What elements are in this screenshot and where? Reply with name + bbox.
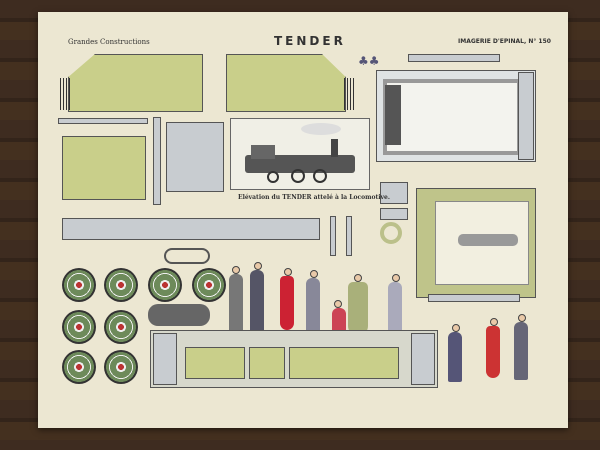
figure-woman	[486, 326, 500, 378]
strip	[58, 118, 148, 124]
strip-side	[518, 72, 534, 160]
wheel	[192, 268, 226, 302]
chassis-frame	[62, 218, 320, 240]
wheel	[62, 310, 96, 344]
series-label: Grandes Constructions	[68, 38, 150, 46]
sheet-title: TENDER	[274, 34, 346, 48]
publisher-label: IMAGERIE D'EPINAL, N° 150	[458, 38, 551, 45]
box-part	[380, 208, 408, 220]
green-panel	[62, 136, 146, 200]
strip-top	[408, 54, 500, 62]
wheel	[104, 268, 138, 302]
axle-piece	[164, 248, 210, 264]
tender-body-piece	[150, 330, 438, 388]
figure-man	[250, 270, 264, 332]
figure-man	[229, 274, 243, 332]
ring-part	[380, 222, 402, 244]
wheel	[62, 268, 96, 302]
figure-man	[388, 282, 402, 338]
figure-reclining	[458, 234, 518, 246]
figure-woman	[348, 282, 368, 336]
railing-right	[344, 78, 356, 110]
part	[346, 216, 352, 256]
strip	[428, 294, 520, 302]
buffer-part	[148, 304, 210, 326]
gray-panel	[166, 122, 224, 192]
railing-left	[60, 78, 72, 110]
wheel	[104, 350, 138, 384]
part	[330, 216, 336, 256]
locomotive-illustration	[230, 118, 370, 190]
figure-porter	[448, 332, 462, 382]
box-part	[380, 182, 408, 204]
figure-man	[306, 278, 320, 334]
figure-man	[514, 322, 528, 380]
wheel	[104, 310, 138, 344]
tender-floor-piece	[376, 70, 536, 162]
monogram: ♣♣	[358, 54, 380, 68]
tender-side-right	[226, 54, 346, 112]
elevation-caption: Elévation du TENDER attelé à la Locomoti…	[238, 194, 390, 201]
figure-woman	[280, 276, 294, 330]
wheel	[62, 350, 96, 384]
strip-vertical	[153, 117, 161, 205]
tender-side-left	[68, 54, 203, 112]
paper-sheet: Grandes Constructions TENDER IMAGERIE D'…	[38, 12, 568, 428]
wheel	[148, 268, 182, 302]
